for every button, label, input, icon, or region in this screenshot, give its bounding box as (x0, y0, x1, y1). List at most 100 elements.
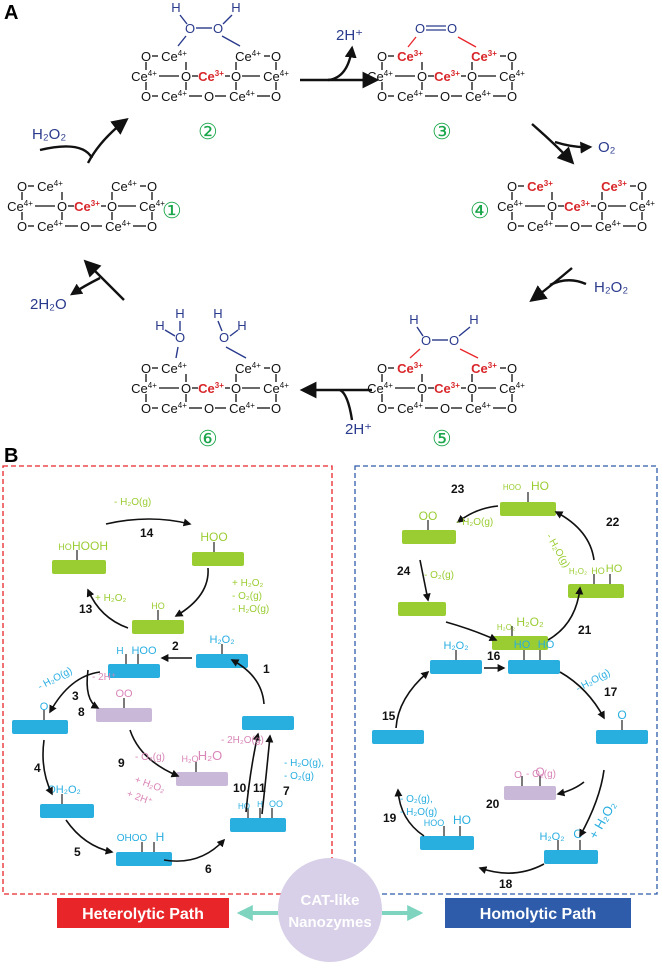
ce3-atom: Ce3+ (564, 199, 590, 214)
step-10-11: 10, 11 (233, 781, 266, 795)
oxygen-atom: O (107, 199, 117, 214)
adsorbate-bond (179, 14, 188, 25)
adsorbate-label: H₂O₂ (539, 831, 564, 843)
oxygen-atom: O (377, 401, 387, 416)
slab-surface (504, 786, 556, 800)
arrow-h-plus-in (339, 388, 354, 421)
ce3-atom: Ce3+ (198, 381, 224, 396)
arrow-17b (579, 769, 605, 838)
adsorbate-o: O (415, 21, 425, 36)
adsorbate-label: HO (238, 802, 250, 811)
oxygen-atom: O (507, 219, 517, 234)
step-8: 8 (78, 705, 85, 719)
oxygen-atom: O (141, 401, 151, 416)
ce3-atom: Ce3+ (471, 49, 497, 64)
adsorbate-label: OO (269, 799, 283, 809)
h2o2-in-label-1: H₂O₂ (32, 126, 66, 143)
ce3-atom: Ce3+ (397, 49, 423, 64)
adsorbate-label: H (116, 646, 123, 657)
h-plus-in-label: 2H⁺ (345, 421, 372, 438)
oxygen-atom: O (637, 179, 647, 194)
step-4: 4 (34, 761, 41, 775)
ce4-atom: Ce4+ (263, 69, 289, 84)
text-s14-c: - H₂O(g) (232, 604, 269, 615)
text-s23: - H₂O(g) (456, 517, 493, 528)
step-22: 22 (606, 515, 620, 529)
state-1-label: ① (162, 198, 182, 223)
ce4-atom: Ce4+ (131, 69, 157, 84)
text-s14-b: - O₂(g) (232, 591, 262, 602)
step-23: 23 (451, 482, 465, 496)
adsorbate-label: O (514, 770, 522, 781)
arrow-17 (559, 671, 605, 720)
oxygen-atom: O (507, 179, 517, 194)
slab-surface (544, 850, 598, 864)
step-16: 16 (487, 649, 501, 663)
step-12: 13 (79, 602, 93, 616)
adsorbate-label: OH₂O₂ (47, 784, 81, 796)
adsorbate-label: O (573, 827, 582, 841)
oxygen-atom: O (597, 199, 607, 214)
adsorbate-bond (407, 36, 417, 48)
oxygen-atom: O (570, 219, 580, 234)
oxygen-atom: O (231, 381, 241, 396)
adsorbate-label: HOOH (72, 539, 108, 553)
text-s14-a: + H₂O₂ (232, 578, 264, 589)
step-2: 2 (172, 639, 179, 653)
slab-surface (52, 560, 106, 574)
adsorbate-o: O (175, 330, 185, 345)
text-s7-b: - O₂(g) (284, 771, 314, 782)
adsorbate-label: O (617, 708, 626, 722)
slab-homo-h2o2-o: H₂O₂ O (539, 827, 598, 864)
adsorbate-label: H (257, 800, 263, 809)
ce4-atom: Ce4+ (161, 49, 187, 64)
arrow-15 (395, 670, 430, 729)
h2o2-in-label-2: H₂O₂ (594, 279, 628, 296)
state-3-label: ③ (432, 119, 452, 144)
adsorbate-h: H (469, 312, 478, 327)
step-24: 24 (397, 564, 411, 578)
ce4-atom: Ce4+ (397, 401, 423, 416)
arrow-18 (478, 863, 545, 874)
step-20: 20 (486, 797, 500, 811)
state-4-label: ④ (470, 198, 490, 223)
oxygen-atom: O (440, 401, 450, 416)
ce3-atom: Ce3+ (601, 179, 627, 194)
adsorbate-label: O (40, 701, 49, 713)
step-17: 17 (604, 685, 618, 699)
slab-surface (40, 804, 94, 818)
oxygen-atom: O (271, 361, 281, 376)
slab-hetero-ho: HO (132, 601, 184, 634)
water-out-label: 2H₂O (30, 296, 67, 313)
oxygen-atom: O (231, 69, 241, 84)
step-15: 15 (382, 709, 396, 723)
oxygen-atom: O (141, 49, 151, 64)
slab-surface (398, 602, 446, 616)
state-5-label: ⑤ (432, 426, 452, 451)
oxygen-atom: O (377, 89, 387, 104)
adsorbate-bond (164, 329, 176, 337)
arrow-23 (456, 505, 499, 523)
ce4-atom: Ce4+ (37, 179, 63, 194)
text-s12: + H₂O₂ (95, 593, 127, 604)
ce3-atom: Ce3+ (471, 361, 497, 376)
oxygen-atom: O (141, 361, 151, 376)
h-plus-out-label: 2H⁺ (336, 27, 363, 44)
adsorbate-label: H₂O (182, 754, 199, 764)
ce4-atom: Ce4+ (161, 89, 187, 104)
slab-homo-oo: OO (402, 509, 456, 544)
slab-surface (132, 620, 184, 634)
oxygen-atom: O (507, 49, 517, 64)
arrow-1-to-2 (86, 117, 129, 164)
arrow-6 (163, 838, 226, 862)
ce3-atom: Ce3+ (434, 381, 460, 396)
homolytic-box (354, 465, 658, 895)
heterolytic-path-badge (57, 898, 229, 928)
ce3-atom: Ce3+ (397, 361, 423, 376)
oxygen-atom: O (271, 49, 281, 64)
state-6-label: ⑥ (198, 426, 218, 451)
